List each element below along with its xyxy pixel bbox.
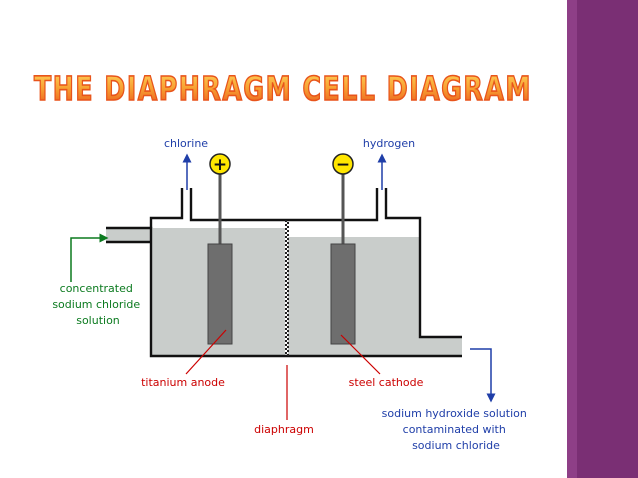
anode-label: titanium anode <box>141 376 225 389</box>
anode-callout-line <box>185 329 227 375</box>
diaphragm-label: diaphragm <box>254 423 314 436</box>
chlorine-label: chlorine <box>164 137 208 150</box>
cathode-label: steel cathode <box>349 376 424 389</box>
cell-outline <box>106 188 462 358</box>
titanium-anode <box>207 243 233 345</box>
cathode-callout-line <box>340 334 381 375</box>
side-decoration-band <box>567 0 638 478</box>
anode-positive-icon: + <box>209 153 231 175</box>
svg-text:−: − <box>336 155 350 175</box>
outlet-solution <box>418 337 462 356</box>
steel-cathode <box>330 243 356 345</box>
slide-title: THE DIAPHRAGM CELL DIAGRAM <box>34 69 532 108</box>
svg-text:+: + <box>213 155 227 175</box>
hydrogen-label: hydrogen <box>363 137 415 150</box>
inlet-solution <box>106 228 152 242</box>
cathode-negative-icon: − <box>332 153 354 175</box>
inlet-arrow <box>70 233 109 282</box>
outlet-arrow <box>470 348 496 403</box>
outlet-label: sodium hydroxide solution contaminated w… <box>382 407 531 452</box>
inlet-label: concentrated sodium chloride solution <box>52 282 143 327</box>
